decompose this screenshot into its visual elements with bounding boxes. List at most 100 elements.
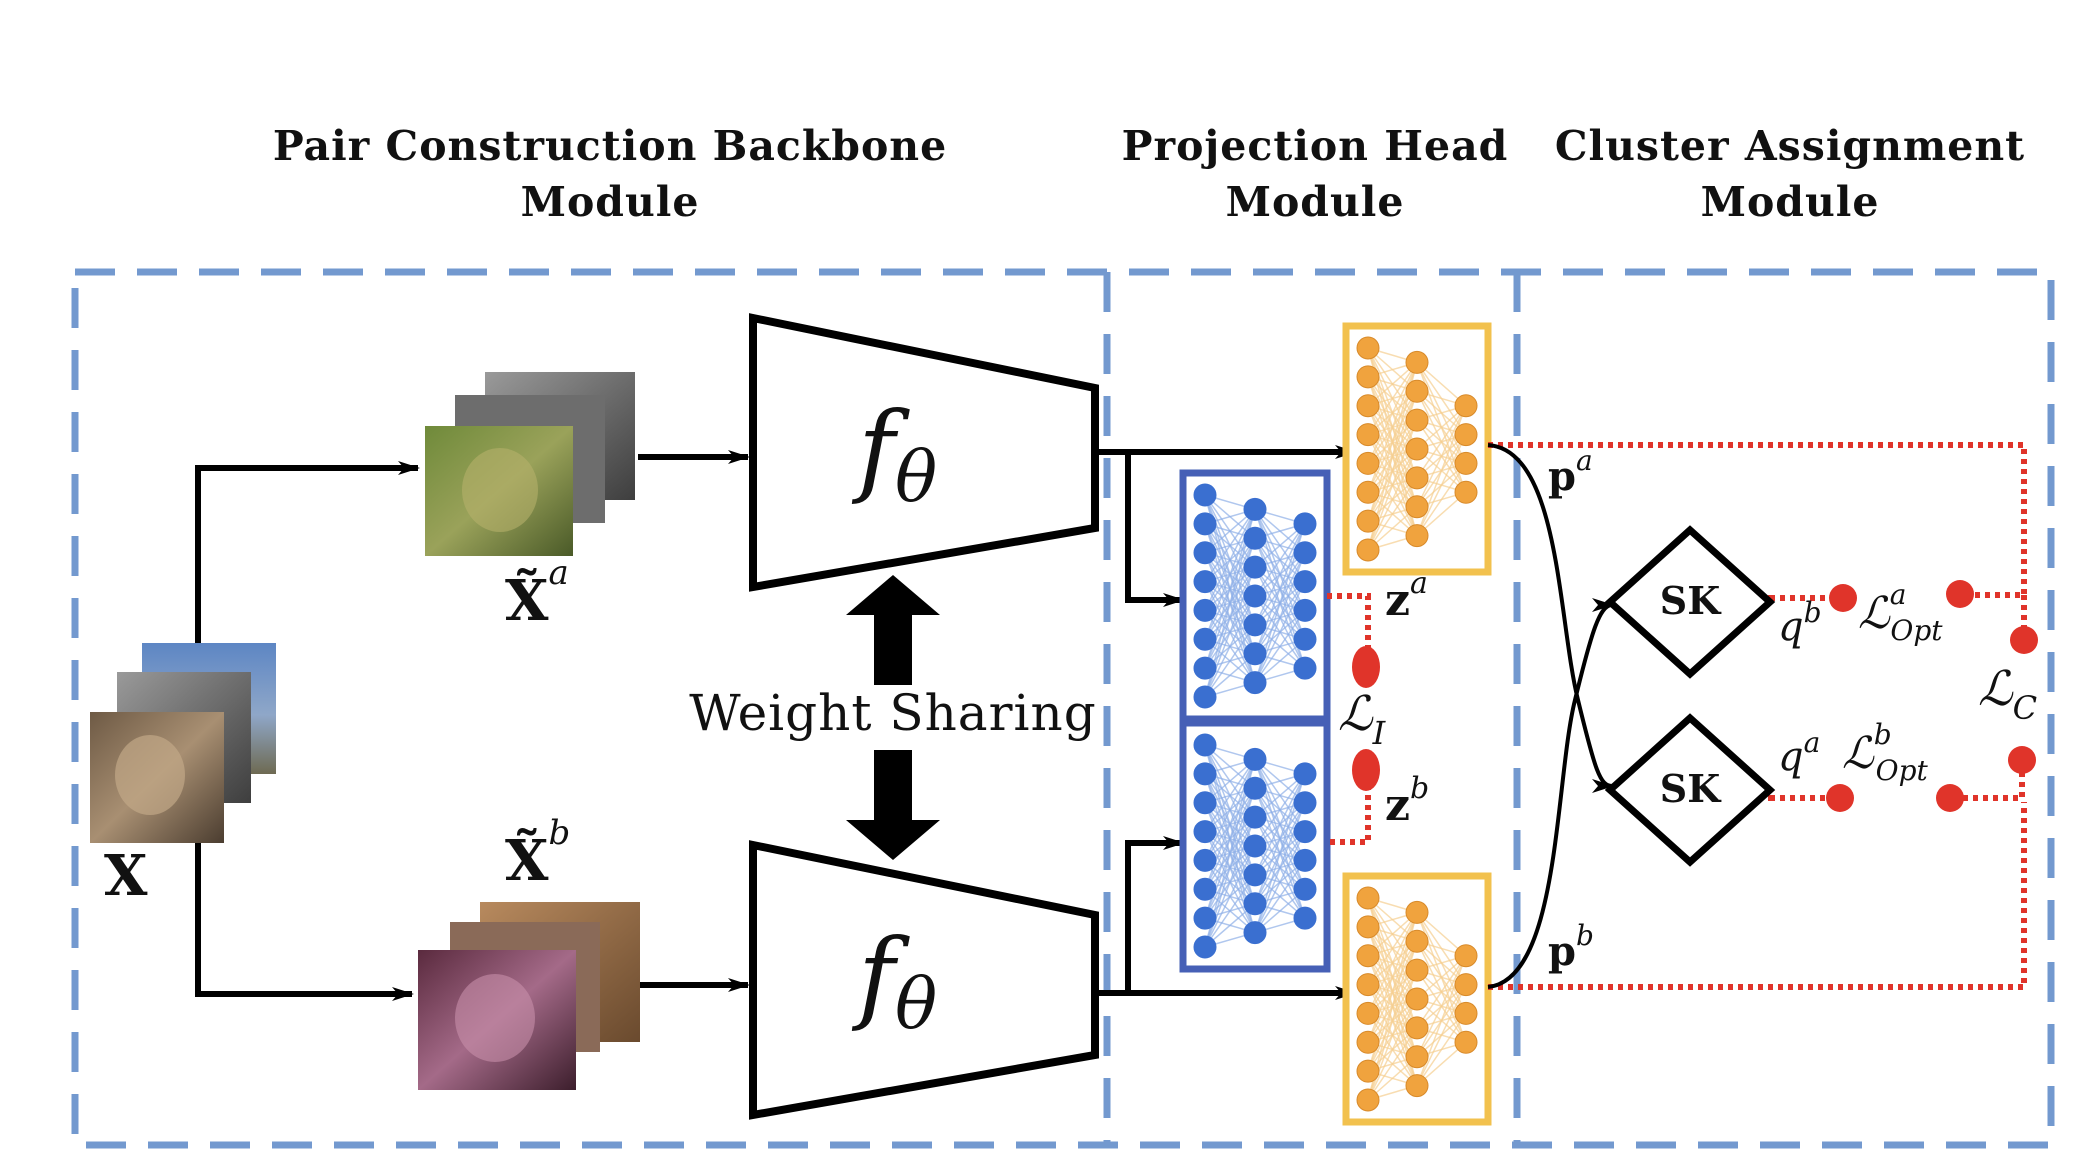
- cluster-head-bottom-edge: [1416, 955, 1467, 1029]
- instance-head-top-neuron: [1193, 541, 1217, 565]
- instance-head-bottom-edge: [1254, 831, 1306, 933]
- cluster-head-top-neuron: [1356, 451, 1380, 475]
- instance-head-bottom-neuron: [1243, 921, 1267, 945]
- arrow-x-to-view-b: [195, 843, 414, 1001]
- cluster-head-top-edge: [1416, 405, 1467, 508]
- q-bottom-label: qa: [1778, 726, 1820, 780]
- view-b-label: X̃b: [505, 813, 570, 894]
- instance-head-bottom-edge: [1254, 860, 1306, 933]
- instance-head-top-edge: [1254, 610, 1306, 683]
- instance-head-bottom-neuron: [1193, 906, 1217, 930]
- instance-head-bottom-edge: [1254, 773, 1306, 847]
- cluster-assignment-title-line2: Module: [1700, 178, 1880, 226]
- instance-head-top-edge: [1254, 523, 1306, 597]
- instance-head-top-edge: [1254, 523, 1306, 626]
- cluster-head-top-neuron: [1454, 480, 1478, 504]
- cluster-head-bottom-edge: [1367, 998, 1418, 1101]
- cluster-head-bottom-neuron: [1405, 1016, 1429, 1040]
- cluster-head-top-neuron: [1356, 365, 1380, 389]
- cluster-head-top-edge: [1367, 362, 1418, 435]
- instance-head-top-edge: [1254, 581, 1306, 683]
- cluster-head-top-edge: [1367, 448, 1418, 551]
- za-label: za: [1385, 566, 1428, 626]
- cluster-head-bottom-neuron: [1454, 973, 1478, 997]
- instance-head-bottom-neuron: [1193, 935, 1217, 959]
- instance-head-bottom-neuron: [1293, 877, 1317, 901]
- instance-head-bottom-neuron: [1193, 848, 1217, 872]
- instance-head-bottom-edge: [1204, 759, 1256, 832]
- view-b-image-stack: [418, 902, 640, 1090]
- cluster-head-bottom-neuron: [1454, 1001, 1478, 1025]
- arrow-pb-to-sk-top: [1487, 598, 1614, 989]
- instance-head-top-neuron: [1193, 483, 1217, 507]
- weight-sharing-arrow-down: [846, 750, 940, 860]
- cluster-head-bottom-neuron: [1405, 1074, 1429, 1098]
- instance-head-top-edge: [1204, 595, 1256, 698]
- qa-node: [1826, 784, 1854, 812]
- pair-construction-title: Pair Construction Backbone Module: [250, 118, 970, 230]
- instance-head-top-neuron: [1293, 656, 1317, 680]
- instance-head-top-neuron: [1193, 512, 1217, 536]
- cluster-head-top-neuron: [1356, 423, 1380, 447]
- pair-construction-title-line1: Pair Construction Backbone: [272, 122, 948, 170]
- cluster-head-top-neuron: [1405, 524, 1429, 548]
- instance-head-top-neuron: [1293, 541, 1317, 565]
- cluster-head-bottom-edge: [1367, 912, 1418, 1014]
- instance-head-bottom-neuron: [1243, 892, 1267, 916]
- cluster-head-bottom-neuron: [1454, 944, 1478, 968]
- cluster-head-bottom-neuron: [1405, 958, 1429, 982]
- cluster-head-bottom-neuron: [1356, 915, 1380, 939]
- instance-head-bottom-neuron: [1193, 762, 1217, 786]
- instance-head-bottom-neuron: [1293, 791, 1317, 815]
- dotted-pa-to-lopt-a: [1488, 442, 2027, 598]
- pair-construction-title-line2: Module: [520, 178, 700, 226]
- cluster-head-bottom: [1342, 872, 1492, 1126]
- input-label: X: [104, 843, 148, 909]
- sk-diamond-top: [1604, 525, 1776, 679]
- instance-head-top-neuron: [1193, 627, 1217, 651]
- loss-nodes: [1352, 580, 2038, 812]
- instance-head-top: [1179, 469, 1331, 723]
- diagram-labels: SK SK X X̃a X̃b fθ fθ Weight Sharing za …: [104, 390, 2037, 1045]
- cluster-head-top-edge: [1416, 463, 1467, 536]
- instance-head-bottom-neuron: [1193, 733, 1217, 757]
- instance-head-bottom-edge: [1204, 874, 1256, 948]
- cat-face-x: [115, 735, 185, 815]
- instance-head-bottom-neuron: [1243, 805, 1267, 829]
- cluster-head-bottom-edge: [1367, 912, 1418, 985]
- instance-head-bottom-neuron: [1243, 776, 1267, 800]
- cluster-head-top-neuron: [1356, 336, 1380, 360]
- cluster-head-top-neuron: [1454, 423, 1478, 447]
- instance-head-top-neuron: [1243, 497, 1267, 521]
- cluster-head-bottom-neuron: [1356, 1059, 1380, 1083]
- cluster-head-top: [1342, 322, 1492, 576]
- instance-head-top-neuron: [1243, 526, 1267, 550]
- sk-diamond-bottom: [1604, 713, 1776, 867]
- cluster-assignment-title-line1: Cluster Assignment: [1554, 122, 2026, 170]
- instance-head-top-neuron: [1293, 598, 1317, 622]
- cluster-head-bottom-neuron: [1356, 886, 1380, 910]
- cluster-head-top-neuron: [1356, 509, 1380, 533]
- instance-head-top-neuron: [1243, 555, 1267, 579]
- cluster-head-top-edge: [1367, 362, 1418, 464]
- instance-head-top-neuron: [1243, 671, 1267, 695]
- input-arrows: [195, 450, 750, 1001]
- pb-label: pb: [1548, 919, 1594, 975]
- arrow-x-to-view-a: [195, 461, 420, 643]
- instance-head-bottom-neuron: [1193, 877, 1217, 901]
- pa-label: pa: [1548, 444, 1593, 500]
- cluster-head-top-edge: [1416, 405, 1467, 479]
- cat-face-b: [455, 974, 535, 1062]
- view-a-label: X̃a: [505, 553, 569, 634]
- weight-sharing-arrow-up: [846, 575, 940, 685]
- cluster-head-top-edge: [1416, 434, 1467, 536]
- instance-head-bottom-neuron: [1293, 848, 1317, 872]
- q-top-label: qb: [1778, 596, 1822, 650]
- encoder-output-arrows: [1095, 445, 1357, 1000]
- cluster-head-bottom-edge: [1416, 955, 1467, 1058]
- cluster-head-bottom-neuron: [1405, 1045, 1429, 1069]
